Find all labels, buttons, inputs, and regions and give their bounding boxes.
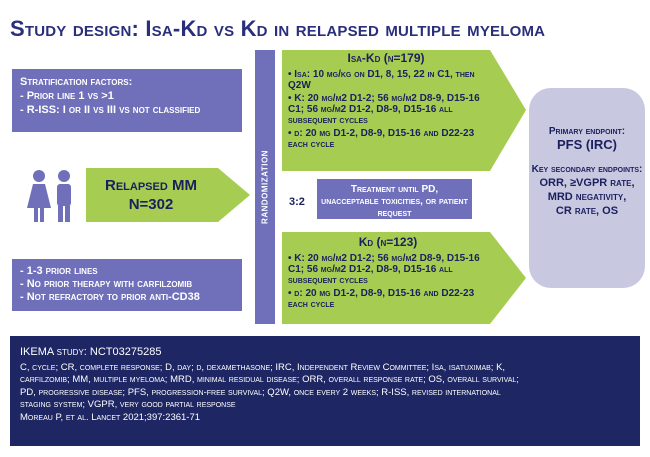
- treatment-duration-box: Treatment until PD, unacceptable toxicit…: [317, 179, 472, 219]
- secondary-endpoint-line: MRD negativity,: [547, 191, 627, 203]
- isa-kd-arm-item: • Isa: 10 mg/kg on D1, 8, 15, 22 in C1, …: [288, 69, 475, 91]
- abbreviations-line: C, cycle; CR, complete response; D, day;…: [20, 361, 506, 373]
- population-arrow: [86, 168, 250, 222]
- stratification-item: - R-ISS: I or II vs III vs not classifie…: [20, 104, 201, 116]
- isa-kd-arm-item: • d: 20 mg D1-2, D8-9, D15-16 and D22-23…: [288, 128, 475, 150]
- kd-arm: Kd (n=123) • K: 20 mg/m2 D1-2; 56 mg/m2 …: [288, 235, 488, 312]
- kd-arm-arrow: [282, 232, 526, 324]
- stratification-item: - Prior line 1 vs >1: [20, 90, 114, 102]
- secondary-endpoints-label: Key secondary endpoints:: [531, 164, 643, 175]
- study-id: IKEMA study: NCT03275285: [20, 346, 162, 358]
- reference: Moreau P, et al. Lancet 2021;397:2361-71: [20, 411, 201, 423]
- isa-kd-arm-item: • K: 20 mg/m2 D1-2; 56 mg/m2 D8-9, D15-1…: [288, 93, 480, 126]
- isa-kd-arm-title: Isa-Kd (n=179): [347, 51, 425, 65]
- eligibility-item: - No prior therapy with carfilzomib: [20, 278, 193, 290]
- primary-endpoint-value: PFS (IRC): [557, 137, 617, 152]
- kd-arm-title: Kd (n=123): [358, 235, 418, 249]
- eligibility-item: - 1-3 prior lines: [20, 265, 98, 277]
- population-name: Relapsed MM: [105, 177, 197, 194]
- isa-kd-arm: Isa-Kd (n=179) • Isa: 10 mg/kg on D1, 8,…: [288, 51, 484, 152]
- eligibility-item: - Not refractory to prior anti-CD38: [20, 291, 200, 303]
- secondary-endpoint-line: ORR, ≥VGPR rate,: [539, 177, 635, 189]
- primary-endpoint-label: Primary endpoint:: [548, 126, 626, 137]
- randomization-bar: [255, 50, 275, 324]
- kd-arm-item: • d: 20 mg D1-2, D8-9, D15-16 and D22-23…: [288, 288, 475, 310]
- population-label: Relapsed MM N=302: [86, 176, 216, 214]
- endpoints-box: Primary endpoint: PFS (IRC) Key secondar…: [529, 88, 645, 288]
- stratification-heading: Stratification factors:: [20, 76, 133, 88]
- randomization-ratio: 3:2: [289, 196, 305, 208]
- abbreviations-line: PD, progressive disease; PFS, progressio…: [20, 386, 501, 398]
- population-count: N=302: [128, 196, 174, 213]
- isa-kd-arm-arrow: [282, 50, 526, 171]
- abbreviations-line: staging system; VGPR, very good partial …: [20, 399, 236, 410]
- patients-icon: [27, 170, 71, 222]
- kd-arm-item: • K: 20 mg/m2 D1-2; 56 mg/m2 D8-9, D15-1…: [288, 253, 480, 286]
- randomization-label: RANDOMIZATION: [260, 150, 270, 224]
- abbreviations-box: IKEMA study: NCT03275285 C, cycle; CR, c…: [10, 336, 640, 446]
- secondary-endpoint-line: CR rate, OS: [555, 205, 619, 217]
- page-title: Study design: Isa-Kd vs Kd in relapsed m…: [10, 16, 546, 41]
- stratification-box: Stratification factors: - Prior line 1 v…: [12, 69, 242, 132]
- eligibility-box: - 1-3 prior lines - No prior therapy wit…: [12, 259, 242, 311]
- abbreviations-line: carfilzomib; MM, multiple myeloma; MRD, …: [20, 374, 519, 385]
